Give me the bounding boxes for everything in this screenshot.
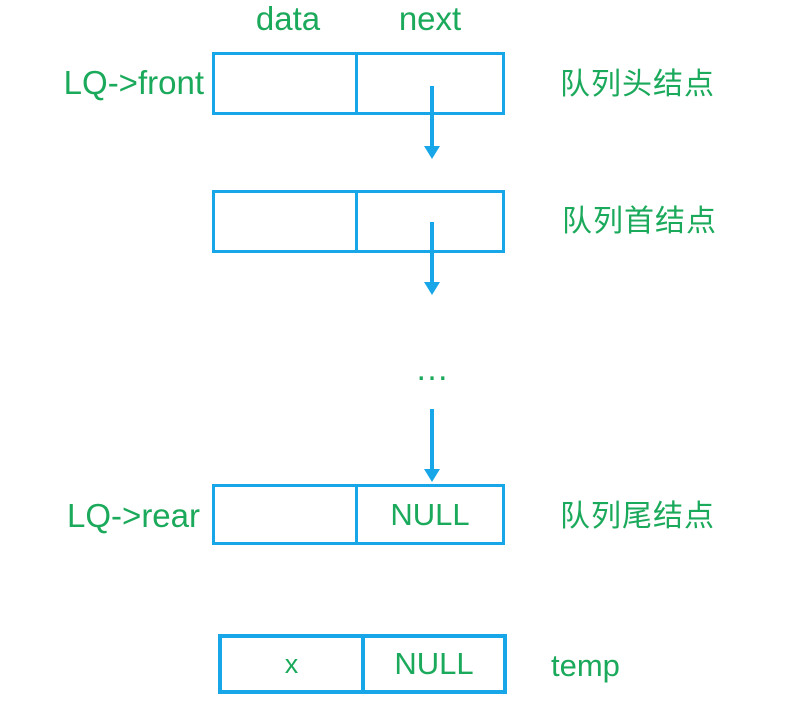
side-label-queue-rear: 队列尾结点	[560, 500, 715, 533]
side-label-queue-first: 队列首结点	[562, 205, 717, 238]
side-label-queue-head: 队列头结点	[560, 68, 715, 101]
column-header-data: data	[255, 0, 321, 37]
arrow-head-icon	[424, 469, 440, 482]
ellipsis-dots: …	[415, 350, 453, 388]
arrow-head-icon	[424, 146, 440, 159]
arrow-stem	[430, 409, 434, 470]
column-header-next: next	[398, 0, 462, 37]
arrow-stem	[430, 86, 434, 147]
arrow-stem	[430, 222, 434, 283]
temp-data-cell: x	[222, 638, 365, 690]
first-data-cell	[215, 193, 358, 250]
node-queue-rear: NULL	[212, 484, 505, 545]
arrow-head-icon	[424, 282, 440, 295]
pointer-label-lq-rear: LQ->rear	[67, 497, 200, 534]
node-queue-first	[212, 190, 505, 253]
pointer-label-lq-front: LQ->front	[63, 64, 204, 101]
rear-data-cell	[215, 487, 358, 542]
rear-next-cell: NULL	[390, 496, 470, 532]
temp-next-cell: NULL	[394, 646, 474, 681]
side-label-temp: temp	[551, 648, 620, 683]
head-data-cell	[215, 55, 358, 112]
node-temp: x NULL	[218, 634, 507, 694]
node-queue-head	[212, 52, 505, 115]
